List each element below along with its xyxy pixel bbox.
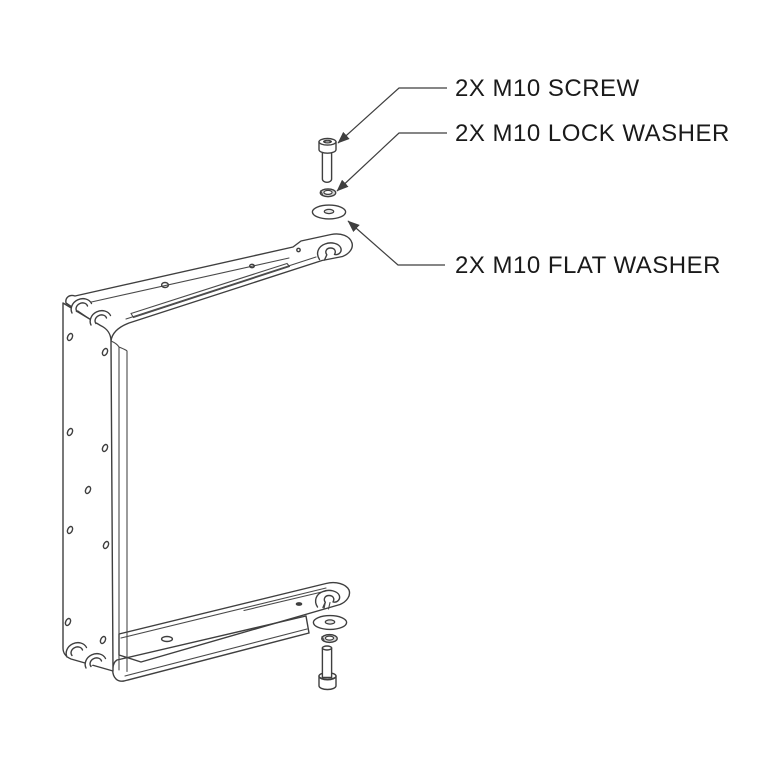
top-keyhole-slot xyxy=(316,242,342,261)
bottom-arm-hole xyxy=(295,602,303,606)
bracket-left-bar xyxy=(62,297,128,673)
m10-flat-washer-top xyxy=(311,204,347,220)
callout-labels: 2X M10 SCREW 2X M10 LOCK WASHER 2X M10 F… xyxy=(455,75,730,279)
callout-screw-label: 2X M10 SCREW xyxy=(455,75,640,102)
bottom-arm-hole xyxy=(160,635,174,643)
top-arm-hole xyxy=(160,281,170,289)
callout-lock-washer-label: 2X M10 LOCK WASHER xyxy=(455,120,730,147)
m10-lock-washer-top xyxy=(319,188,337,198)
lock-washer-leader-line xyxy=(336,132,447,192)
top-arm-hole xyxy=(248,263,255,269)
top-arm-hole xyxy=(296,247,301,253)
screw-leader-line xyxy=(337,87,447,144)
top-hardware-stack xyxy=(311,137,347,220)
bracket-bottom-arm xyxy=(112,581,351,682)
m10-flat-washer-bottom xyxy=(312,614,348,631)
callout-flat-washer-label: 2X M10 FLAT WASHER xyxy=(455,252,721,279)
m10-screw-bottom xyxy=(318,645,337,691)
bracket-top-arm xyxy=(65,233,353,342)
bottom-arm-channel xyxy=(112,615,310,682)
bottom-keyhole-slot xyxy=(314,589,341,609)
flat-washer-leader-line xyxy=(347,220,445,266)
m10-screw-top xyxy=(318,137,337,183)
corner-hinge-knuckles xyxy=(65,297,112,669)
callout-leaders xyxy=(336,87,447,266)
m10-lock-washer-bottom xyxy=(321,633,338,644)
left-bar-holes xyxy=(64,332,110,645)
bottom-hardware-stack xyxy=(312,614,348,691)
